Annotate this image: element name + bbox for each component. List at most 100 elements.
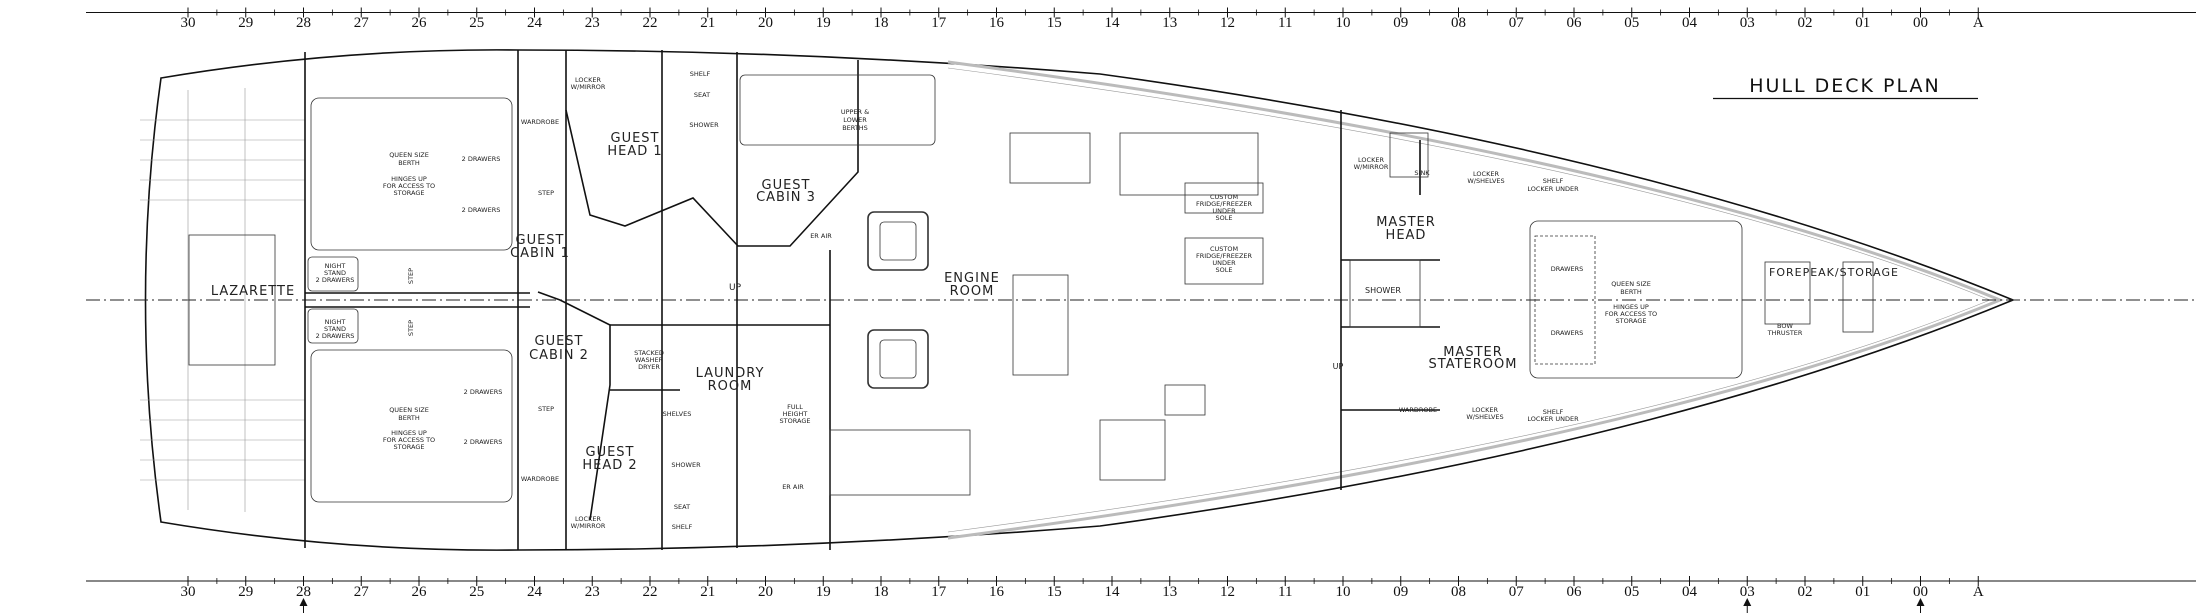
label-full-height-storage-2: HEIGHT [783, 410, 808, 418]
label-locker-shelves: LOCKER [1472, 406, 1498, 414]
label-shelf-locker-2: LOCKER UNDER [1527, 185, 1579, 193]
station-label: 08 [1451, 15, 1466, 31]
station-label: 17 [931, 15, 947, 31]
label-fridge-2-3: UNDER [1212, 259, 1236, 267]
label-wardrobe: WARDROBE [521, 118, 559, 126]
label-hinges-master: HINGES UP [1613, 303, 1649, 311]
label-guest-cabin-2: GUEST [535, 334, 584, 349]
label-night-stand-3: 2 DRAWERS [316, 332, 355, 340]
label-bow-thruster-2: THRUSTER [1767, 329, 1803, 337]
station-label: 19 [816, 15, 831, 31]
label-shower-master: SHOWER [1365, 286, 1401, 295]
station-label: 08 [1451, 584, 1466, 600]
station-label: 13 [1162, 15, 1177, 31]
station-label: 15 [1047, 584, 1062, 600]
label-lazarette: LAZARETTE [211, 284, 295, 299]
station-label: 10 [1336, 584, 1351, 600]
label-stacked-washer-dryer: STACKED [634, 349, 664, 357]
label-shelves: SHELVES [663, 410, 692, 418]
label-guest-cabin-1: GUEST [516, 233, 565, 248]
station-label: 11 [1278, 584, 1292, 600]
label-fridge-1-4: SOLE [1216, 214, 1233, 222]
station-label: 10 [1336, 15, 1351, 31]
station-label: 28 [296, 15, 311, 31]
station-label: 13 [1162, 584, 1177, 600]
label-upper-lower: UPPER & [841, 108, 869, 116]
section-arrow-icon [1916, 598, 1925, 606]
label-shower: SHOWER [689, 121, 719, 129]
label-fridge-2: CUSTOM [1210, 245, 1238, 253]
label-locker-mirror-2: W/MIRROR [571, 522, 606, 530]
label-step: STEP [538, 405, 554, 413]
label-shower: SHOWER [671, 461, 701, 469]
station-label: 22 [643, 584, 658, 600]
station-label: 25 [469, 584, 484, 600]
label-drawers: DRAWERS [1551, 265, 1584, 273]
label-locker-mirror-2: W/MIRROR [571, 83, 606, 91]
station-label: 28 [296, 584, 311, 600]
station-label: 00 [1913, 584, 1928, 600]
station-label: 26 [412, 15, 428, 31]
station-label: 27 [354, 584, 370, 600]
label-forepeak-storage: FOREPEAK/STORAGE [1769, 266, 1899, 279]
label-master-stateroom-2: STATEROOM [1429, 357, 1518, 372]
station-label: 17 [931, 584, 947, 600]
station-label: 04 [1682, 15, 1698, 31]
label-drawers: 2 DRAWERS [464, 438, 503, 446]
label-full-height-storage-3: STORAGE [780, 417, 811, 425]
label-seat: SEAT [674, 503, 690, 511]
station-label: 05 [1624, 15, 1639, 31]
label-hinges-port: HINGES UP [391, 175, 427, 183]
label-queen-berth-port: QUEEN SIZE [389, 151, 429, 159]
label-drawers: 2 DRAWERS [464, 388, 503, 396]
station-label: 01 [1855, 15, 1870, 31]
label-night-stand: NIGHT [325, 318, 346, 326]
label-shelf-locker: SHELF [1543, 408, 1564, 416]
label-upper-lower-2: LOWER [843, 116, 867, 124]
label-engine-room-2: ROOM [950, 284, 995, 299]
station-label: 03 [1740, 15, 1755, 31]
label-laundry-room: LAUNDRY [696, 366, 765, 381]
station-label: 29 [238, 584, 253, 600]
label-shelf-locker-2: LOCKER UNDER [1527, 415, 1579, 423]
room-labels: LAZARETTE QUEEN SIZE BERTH HINGES UP FOR… [211, 70, 1899, 531]
station-label: 02 [1798, 584, 1813, 600]
label-master-head-2: HEAD [1386, 228, 1427, 243]
station-label: 18 [874, 15, 889, 31]
station-label: 21 [700, 15, 715, 31]
label-hinges-port-2: FOR ACCESS TO [383, 182, 435, 190]
label-queen-berth-stbd: QUEEN SIZE [389, 406, 429, 414]
label-sink: SINK [1414, 169, 1430, 177]
label-night-stand-2: STAND [324, 325, 346, 333]
station-label: A [1973, 584, 1984, 600]
label-queen-berth-master: QUEEN SIZE [1611, 280, 1651, 288]
label-master-head: MASTER [1376, 215, 1436, 230]
station-label: 07 [1509, 15, 1525, 31]
section-markers [299, 598, 1925, 613]
station-label: 02 [1798, 15, 1813, 31]
label-night-stand-3: 2 DRAWERS [316, 276, 355, 284]
label-queen-berth-port-2: BERTH [398, 159, 420, 167]
label-hinges-stbd-3: STORAGE [394, 443, 425, 451]
label-seat: SEAT [694, 91, 710, 99]
label-drawers: DRAWERS [1551, 329, 1584, 337]
label-stacked-2: WASHER [635, 356, 664, 364]
label-master-stateroom: MASTER [1443, 345, 1503, 360]
label-hinges-port-3: STORAGE [394, 189, 425, 197]
station-label: 06 [1567, 15, 1583, 31]
station-label: 27 [354, 15, 370, 31]
label-locker-mirror-2: W/MIRROR [1354, 163, 1389, 171]
station-label: 14 [1105, 15, 1121, 31]
label-up: UP [1333, 362, 1344, 371]
station-label: 30 [181, 584, 196, 600]
furniture [188, 74, 1874, 503]
label-shelf: SHELF [672, 523, 693, 531]
label-upper-lower-3: BERTHS [842, 124, 868, 132]
label-step: STEP [538, 189, 554, 197]
station-label: 09 [1393, 584, 1408, 600]
section-arrow-icon [1743, 598, 1752, 606]
station-label: 14 [1105, 584, 1121, 600]
label-shelf-locker: SHELF [1543, 177, 1564, 185]
